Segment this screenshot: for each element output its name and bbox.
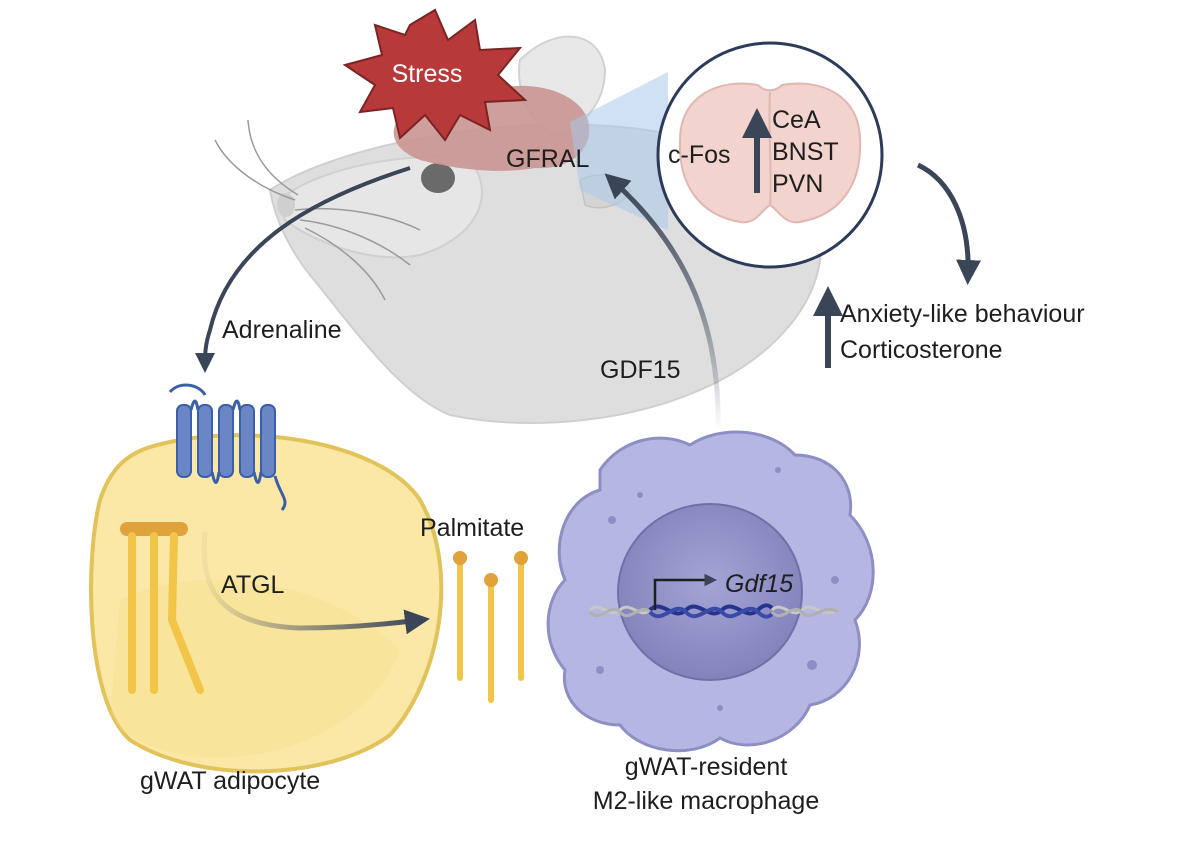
region-bnst: BNST (772, 138, 839, 166)
anxiety-label: Anxiety-like behaviour (840, 300, 1085, 328)
gdf15-label: GDF15 (600, 356, 681, 384)
adipocyte-label: gWAT adipocyte (140, 767, 320, 795)
adipocyte-cell (89, 433, 444, 774)
gdf15-arrow (604, 173, 721, 431)
region-pvn: PVN (772, 170, 823, 198)
atgl-label: ATGL (221, 571, 285, 599)
zoom-cone (570, 72, 668, 230)
adrenergic-receptor (168, 383, 287, 511)
atgl-arrow (201, 531, 430, 635)
lipid-structure (120, 522, 204, 694)
transcription-start-arrow (653, 573, 717, 610)
stress-label: Stress (392, 60, 463, 88)
gfral-label: GFRAL (506, 145, 589, 173)
cfos-label: c-Fos (668, 141, 731, 169)
stress-starburst (342, 8, 528, 142)
macrophage-label-line1: gWAT-resident (625, 753, 788, 781)
corticosterone-label: Corticosterone (840, 336, 1003, 364)
macrophage-label-line2: M2-like macrophage (593, 787, 820, 815)
palmitate-label: Palmitate (420, 514, 524, 542)
adrenaline-label: Adrenaline (222, 316, 342, 344)
brain-section-inset (656, 41, 884, 269)
palmitate-molecules (453, 551, 528, 703)
gdf15-gene-label: Gdf15 (725, 570, 793, 598)
dna-strand (588, 603, 839, 619)
region-cea: CeA (772, 106, 821, 134)
macrophage-cell (546, 430, 875, 753)
brain-to-behaviour-arrow (916, 162, 982, 285)
adrenaline-arrow (195, 166, 411, 373)
